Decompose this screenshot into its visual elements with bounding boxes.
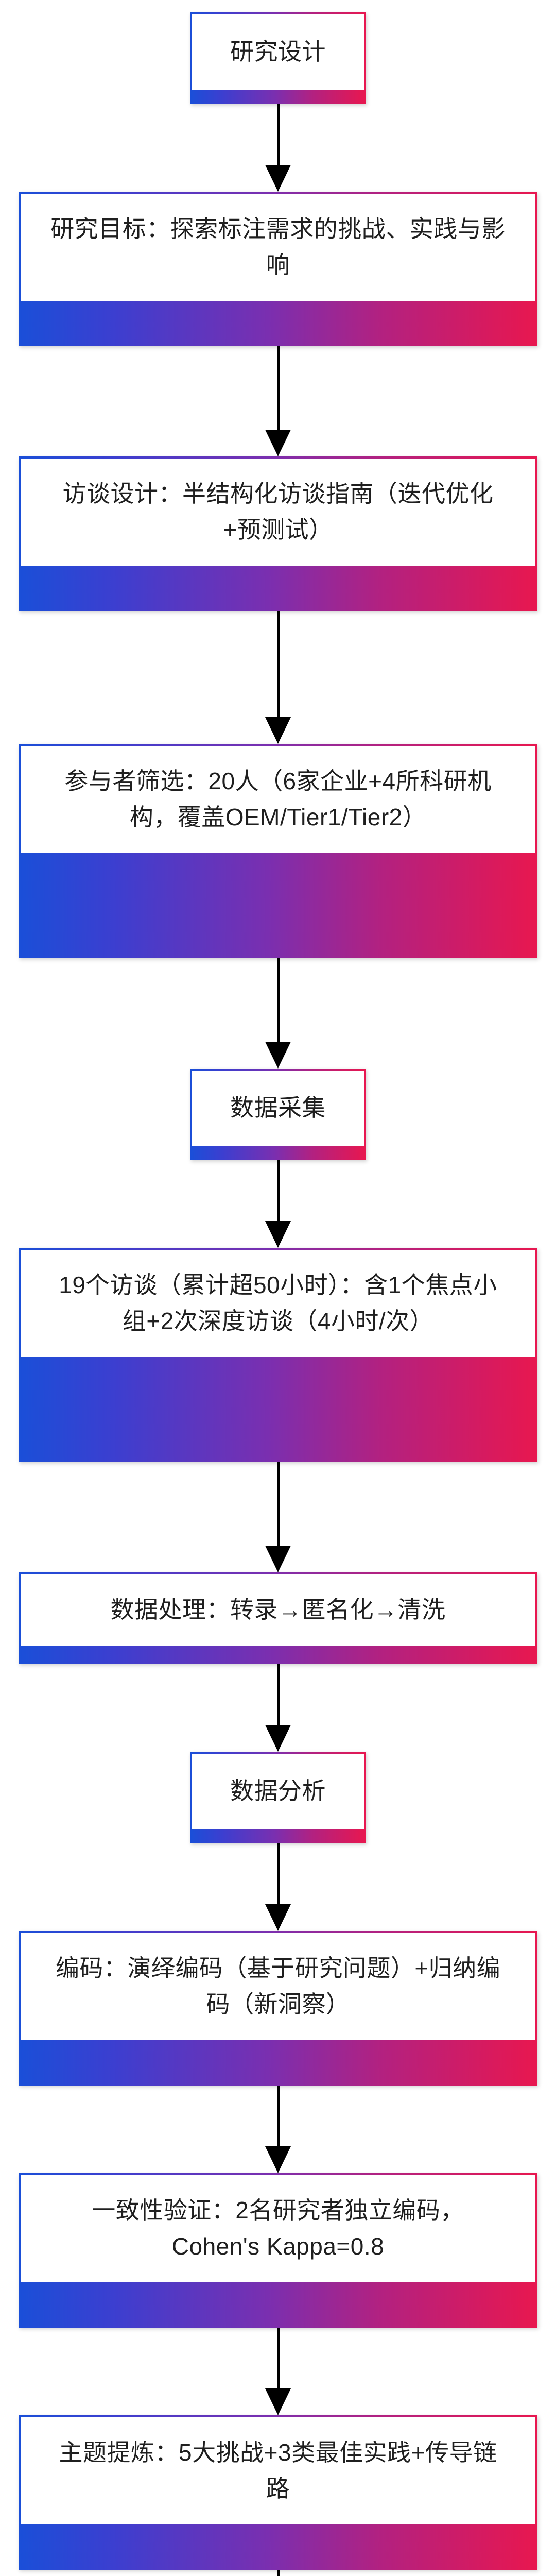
flow-node-research-design[interactable]: 研究设计 [190, 12, 366, 104]
flow-edge-n2-n3 [265, 346, 291, 456]
node-label: 数据分析 [230, 1777, 326, 1804]
edge-line [276, 611, 280, 718]
arrowhead-down-icon [265, 1221, 291, 1248]
arrowhead-down-icon [265, 165, 291, 192]
flow-edge-n1-n2 [265, 104, 291, 192]
flow-node-consistency-validation[interactable]: 一致性验证：2名研究者独立编码，Cohen's Kappa=0.8 [19, 2173, 537, 2328]
edge-line [276, 346, 280, 430]
flow-node-theme-extraction[interactable]: 主题提炼：5大挑战+3类最佳实践+传导链路 [19, 2415, 537, 2570]
flow-node-coding[interactable]: 编码：演绎编码（基于研究问题）+归纳编码（新洞察） [19, 1931, 537, 2086]
node-body: 参与者筛选：20人（6家企业+4所科研机构，覆盖OEM/Tier1/Tier2） [21, 746, 535, 853]
edge-line [276, 1843, 280, 1905]
node-body: 编码：演绎编码（基于研究问题）+归纳编码（新洞察） [21, 1933, 535, 2040]
flow-edge-n9-n10 [265, 2086, 291, 2173]
node-body: 数据处理：转录→匿名化→清洗 [21, 1574, 535, 1646]
edge-line [276, 1160, 280, 1222]
node-body: 研究设计 [192, 14, 364, 90]
edge-line [276, 958, 280, 1042]
arrowhead-down-icon [265, 1042, 291, 1069]
node-body: 研究目标：探索标注需求的挑战、实践与影响 [21, 194, 535, 301]
node-body: 数据分析 [192, 1754, 364, 1829]
edge-line [276, 2086, 280, 2147]
arrowhead-down-icon [265, 1904, 291, 1931]
edge-line [276, 1462, 280, 1546]
flow-node-data-analysis[interactable]: 数据分析 [190, 1752, 366, 1843]
arrowhead-down-icon [265, 1725, 291, 1752]
arrowhead-down-icon [265, 430, 291, 456]
node-label: 参与者筛选：20人（6家企业+4所科研机构，覆盖OEM/Tier1/Tier2） [64, 768, 492, 831]
node-body: 数据采集 [192, 1071, 364, 1146]
node-label: 一致性验证：2名研究者独立编码，Cohen's Kappa=0.8 [92, 2197, 464, 2260]
node-label: 主题提炼：5大挑战+3类最佳实践+传导链路 [59, 2439, 497, 2502]
flow-edge-n6-n7 [265, 1462, 291, 1572]
node-label: 19个访谈（累计超50小时）：含1个焦点小组+2次深度访谈（4小时/次） [59, 1272, 497, 1334]
node-label: 编码：演绎编码（基于研究问题）+归纳编码（新洞察） [55, 1955, 501, 2018]
edge-line [276, 2570, 280, 2576]
flow-edge-n11-n12 [276, 2570, 280, 2576]
flow-edge-n10-n11 [265, 2328, 291, 2415]
flow-node-interview-sessions[interactable]: 19个访谈（累计超50小时）：含1个焦点小组+2次深度访谈（4小时/次） [19, 1248, 537, 1462]
edge-line [276, 1664, 280, 1725]
flow-node-data-collection[interactable]: 数据采集 [190, 1069, 366, 1160]
node-body: 访谈设计：半结构化访谈指南（迭代优化+预测试） [21, 459, 535, 566]
edge-line [276, 104, 280, 165]
flow-node-research-objective[interactable]: 研究目标：探索标注需求的挑战、实践与影响 [19, 192, 537, 346]
arrowhead-down-icon [265, 2388, 291, 2415]
flow-node-interview-design[interactable]: 访谈设计：半结构化访谈指南（迭代优化+预测试） [19, 456, 537, 611]
flow-node-data-processing[interactable]: 数据处理：转录→匿名化→清洗 [19, 1572, 537, 1664]
flow-node-participant-selection[interactable]: 参与者筛选：20人（6家企业+4所科研机构，覆盖OEM/Tier1/Tier2） [19, 744, 537, 958]
node-label: 访谈设计：半结构化访谈指南（迭代优化+预测试） [62, 480, 494, 543]
node-label: 研究设计 [230, 38, 326, 65]
node-label: 数据处理：转录→匿名化→清洗 [110, 1596, 446, 1623]
node-body: 19个访谈（累计超50小时）：含1个焦点小组+2次深度访谈（4小时/次） [21, 1250, 535, 1357]
flow-edge-n8-n9 [265, 1843, 291, 1931]
flow-edge-n7-n8 [265, 1664, 291, 1752]
flow-edge-n3-n4 [265, 611, 291, 744]
arrowhead-down-icon [265, 1546, 291, 1572]
node-label: 数据采集 [230, 1094, 326, 1121]
node-label: 研究目标：探索标注需求的挑战、实践与影响 [50, 215, 506, 278]
node-body: 主题提炼：5大挑战+3类最佳实践+传导链路 [21, 2417, 535, 2524]
flow-edge-n4-n5 [265, 958, 291, 1069]
arrowhead-down-icon [265, 2146, 291, 2173]
arrowhead-down-icon [265, 717, 291, 744]
flow-edge-n5-n6 [265, 1160, 291, 1248]
node-body: 一致性验证：2名研究者独立编码，Cohen's Kappa=0.8 [21, 2175, 535, 2282]
edge-line [276, 2328, 280, 2389]
